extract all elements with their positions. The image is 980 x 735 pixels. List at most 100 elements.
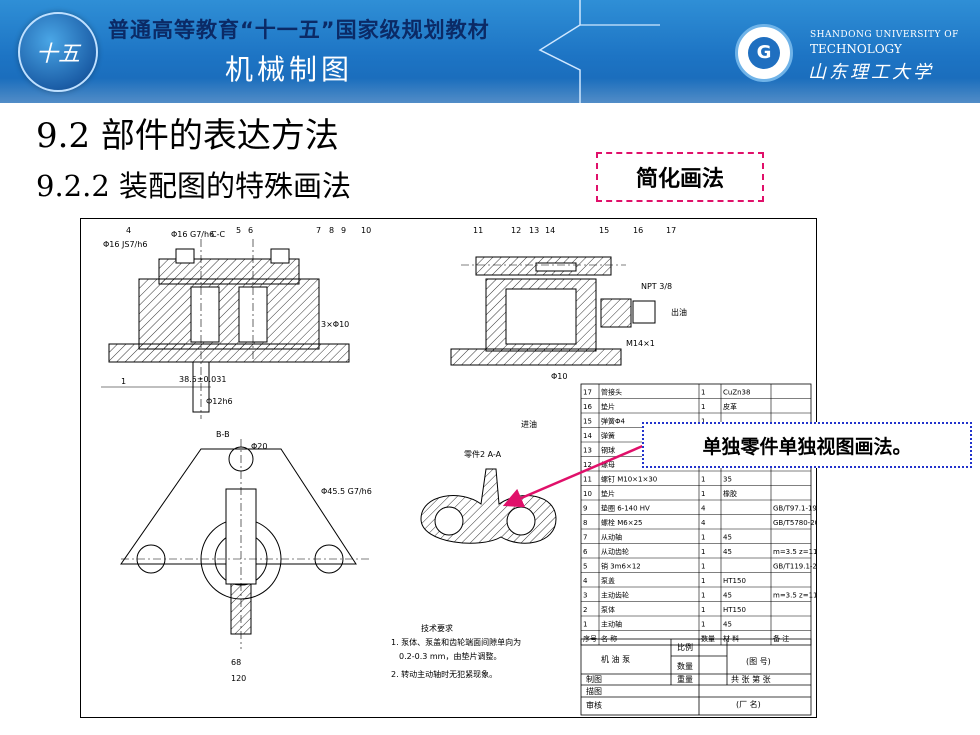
parts-list-cell-note: GB/T5780-2000	[773, 519, 816, 527]
parts-list-cell-material: 皮革	[723, 402, 737, 411]
section-title: 9.2 部件的表达方法	[36, 116, 339, 156]
single-part-view-callout: 单独零件单独视图画法。	[642, 422, 972, 468]
svg-text:6: 6	[248, 226, 253, 235]
title-block-text: 机 油 泵 比例 数量 (图 号) 制图 重量 共 张 第 张 描图 审核 (厂…	[586, 642, 771, 710]
dim-npt: NPT 3/8	[641, 282, 672, 291]
parts-list-cell-no: 2	[583, 606, 587, 614]
parts-list-table: 17管接头1CuZn3816垫片1皮革15弹簧Φ4114弹簧113钢球112螺母…	[580, 383, 830, 646]
dim-phi16-g7: Φ16 G7/h6	[171, 230, 214, 239]
inlet-label: 进油	[521, 419, 537, 429]
title-block-drawing-no: (图 号)	[746, 657, 771, 666]
dim-120: 120	[231, 674, 246, 683]
parts-list-cell-no: 16	[583, 403, 592, 411]
svg-text:5: 5	[236, 226, 241, 235]
parts-list-cell-name: 主动齿轮	[601, 591, 629, 600]
parts-list-cell-qty: 1	[701, 621, 705, 629]
parts-list-cell-material: 45	[723, 592, 732, 600]
parts-list-cell-qty: 1	[701, 534, 705, 542]
parts-list-cell-qty: 1	[701, 476, 705, 484]
subsection-title: 9.2.2 装配图的特殊画法	[36, 169, 352, 203]
simplified-drawing-tag: 简化画法	[596, 152, 764, 202]
parts-list-cell-qty: 1	[701, 563, 705, 571]
parts-list-cell-no: 9	[583, 505, 587, 513]
parts-list-cell-name: 弹簧	[601, 431, 615, 440]
parts-list-cell-no: 17	[583, 389, 592, 397]
title-block-checker: 审核	[586, 700, 602, 710]
parts-list-cell-name: 从动齿轮	[601, 547, 629, 556]
parts-list-cell-material: CuZn38	[723, 389, 750, 397]
tech-requirements: 技术要求 1. 泵体、泵盖和齿轮端面间隙单向为 0.2-0.3 mm，由垫片调整…	[391, 623, 521, 679]
parts-list-cell-name: 垫片	[601, 402, 615, 411]
header-banner: 十五 普通高等教育“十一五”国家级规划教材 机械制图 G SHANDONG UN…	[0, 0, 980, 103]
parts-list-cell-material: 材 料	[723, 634, 739, 643]
parts-list-header: 序号名 称数量材 料备 注	[583, 634, 789, 643]
parts-list-cell-note: m=3.5 z=11	[773, 548, 816, 556]
svg-text:11: 11	[473, 226, 483, 235]
parts-list-cell-no: 14	[583, 432, 592, 440]
parts-list-cell-name: 主动轴	[601, 620, 622, 629]
textbook-logo: 十五	[18, 12, 98, 92]
parts-list-cell-qty: 4	[701, 505, 706, 513]
university-emblem: G	[735, 24, 793, 82]
parts-list-cell-name: 螺栓 M6×25	[601, 518, 643, 527]
parts-list-cell-no: 12	[583, 461, 592, 469]
parts-list-cell-no: 15	[583, 418, 592, 426]
parts-list-cell-qty: 1	[701, 548, 705, 556]
dim-m14: M14×1	[626, 339, 655, 348]
parts-list-cell-no: 8	[583, 519, 587, 527]
textbook-logo-text: 十五	[35, 42, 80, 67]
view-label-bb: B-B	[216, 430, 230, 439]
dim-phi12: Φ12h6	[206, 397, 233, 406]
parts-list-row: 17 管接头 1 CuZn38	[583, 388, 750, 397]
parts-list-cell-note: 备 注	[773, 634, 789, 643]
parts-list-row: 16 垫片 1 皮革	[583, 402, 737, 411]
parts-list-cell-name: 销 3m6×12	[601, 562, 641, 571]
parts-list-cell-material: 45	[723, 548, 732, 556]
parts-list-cell-qty: 1	[701, 389, 705, 397]
svg-text:8: 8	[329, 226, 334, 235]
parts-list-cell-material: HT150	[723, 606, 746, 614]
parts-list-cell-qty: 1	[701, 403, 705, 411]
parts-list-row: 6 从动齿轮 1 45 m=3.5 z=11	[583, 547, 818, 556]
svg-text:9: 9	[341, 226, 346, 235]
svg-text:15: 15	[599, 226, 609, 235]
parts-list-cell-no: 3	[583, 592, 587, 600]
parts-list-cell-qty: 4	[701, 519, 706, 527]
parts-list-cell-no: 4	[583, 577, 588, 585]
tech-req-line-2: 0.2-0.3 mm，由垫片调整。	[399, 651, 501, 661]
parts-list-cell-name: 钢球	[601, 446, 615, 455]
dim-phi20: Φ20	[251, 442, 267, 451]
parts-list-cell-no: 6	[583, 548, 588, 556]
course-title: 机械制图	[225, 53, 354, 86]
assembly-drawing-canvas: 1 38.5±0.031 Φ12h6 Φ16 JS7/h6 Φ16 G7/h6 …	[101, 226, 830, 716]
parts-list-cell-note: GB/T97.1-1985	[773, 505, 816, 513]
svg-text:4: 4	[126, 226, 131, 235]
section-bb-labels: B-B Φ20 Φ45.5 G7/h6 68 120	[216, 430, 372, 683]
banner-glow	[0, 78, 980, 103]
university-name-en-line2: TECHNOLOGY	[810, 42, 902, 56]
title-block-sheets: 共 张 第 张	[731, 674, 771, 684]
parts-list-cell-name: 从动轴	[601, 533, 622, 542]
parts-list-cell-no: 5	[583, 563, 587, 571]
parts-list-cell-material: 35	[723, 476, 732, 484]
tech-req-line-3: 2. 转动主动轴时无犯紧现象。	[391, 669, 497, 679]
parts-list-cell-no: 11	[583, 476, 592, 484]
parts-list-cell-qty: 1	[701, 490, 705, 498]
parts-list-cell-material: 橡胶	[723, 489, 737, 498]
title-block	[580, 638, 812, 716]
svg-text:16: 16	[633, 226, 643, 235]
parts-list-cell-name: 管接头	[601, 388, 622, 397]
dim-38-5: 38.5±0.031	[179, 375, 226, 384]
svg-text:12: 12	[511, 226, 521, 235]
parts-list-cell-material: HT150	[723, 577, 746, 585]
title-block-company: (厂 名)	[736, 699, 761, 709]
textbook-series-title: 普通高等教育“十一五”国家级规划教材	[108, 18, 490, 42]
parts-list-cell-name: 垫片	[601, 489, 615, 498]
